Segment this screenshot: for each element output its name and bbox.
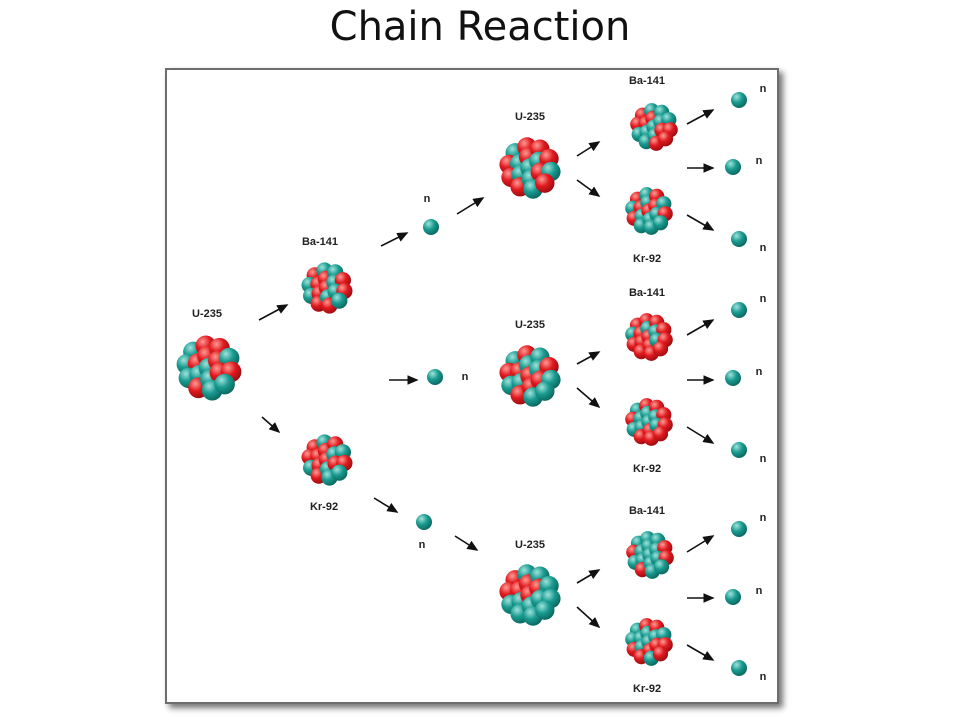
label-neutron: n bbox=[760, 293, 767, 305]
label-neutron: n bbox=[760, 242, 767, 254]
reaction-arrow bbox=[258, 304, 289, 321]
free-neutron bbox=[725, 370, 741, 386]
proton-sphere bbox=[652, 341, 669, 357]
label-neutron: n bbox=[756, 585, 763, 597]
label-kr92: Kr-92 bbox=[633, 683, 661, 695]
free-neutron bbox=[731, 92, 747, 108]
ba141-nucleus-3 bbox=[626, 531, 674, 579]
free-neutron bbox=[731, 660, 747, 676]
free-neutron bbox=[731, 442, 747, 458]
free-neutron bbox=[725, 159, 741, 175]
label-neutron: n bbox=[424, 193, 431, 205]
label-neutron: n bbox=[462, 371, 469, 383]
proton-sphere bbox=[657, 131, 674, 147]
reaction-arrow bbox=[576, 569, 601, 584]
proton-sphere bbox=[652, 426, 669, 442]
reaction-arrow bbox=[373, 497, 399, 513]
reaction-arrow bbox=[576, 141, 601, 157]
neutron-sphere bbox=[331, 464, 348, 481]
neutron-sphere bbox=[214, 373, 235, 395]
label-u235: U-235 bbox=[515, 539, 545, 551]
label-ba141: Ba-141 bbox=[302, 236, 338, 248]
reaction-arrow bbox=[576, 606, 601, 629]
free-neutron bbox=[731, 521, 747, 537]
u235-nucleus-1 bbox=[499, 137, 561, 199]
kr92-nucleus-3 bbox=[625, 618, 673, 666]
label-ba141: Ba-141 bbox=[629, 505, 665, 517]
kr92-nucleus bbox=[301, 434, 353, 486]
label-neutron: n bbox=[760, 83, 767, 95]
u235-nucleus-initial bbox=[176, 335, 242, 401]
neutron-sphere bbox=[535, 600, 555, 620]
reaction-arrow bbox=[686, 535, 715, 553]
label-ba141: Ba-141 bbox=[629, 287, 665, 299]
chain-reaction-diagram: U-235Ba-141Kr-92nnnU-235Ba-141Kr-92U-235… bbox=[176, 75, 767, 695]
neutron-sphere bbox=[653, 559, 670, 575]
reaction-arrow bbox=[456, 197, 485, 215]
neutron-sphere bbox=[331, 292, 348, 309]
reaction-arrow bbox=[576, 351, 601, 365]
label-neutron: n bbox=[756, 366, 763, 378]
reaction-arrow bbox=[576, 179, 601, 197]
slide-title: Chain Reaction bbox=[329, 4, 631, 50]
label-neutron: n bbox=[760, 453, 767, 465]
label-kr92: Kr-92 bbox=[633, 253, 661, 265]
free-neutron bbox=[427, 369, 443, 385]
free-neutron bbox=[725, 589, 741, 605]
free-neutron bbox=[731, 231, 747, 247]
u235-nucleus-2 bbox=[499, 345, 561, 407]
label-u235: U-235 bbox=[192, 308, 222, 320]
free-neutron bbox=[416, 514, 432, 530]
proton-sphere bbox=[535, 173, 555, 193]
reaction-arrow bbox=[454, 535, 479, 551]
reaction-arrow bbox=[686, 644, 715, 661]
free-neutron bbox=[423, 219, 439, 235]
u235-nucleus-3 bbox=[499, 564, 561, 626]
label-neutron: n bbox=[760, 671, 767, 683]
label-neutron: n bbox=[756, 155, 763, 167]
reaction-arrow bbox=[261, 416, 281, 434]
free-neutron bbox=[731, 302, 747, 318]
label-neutron: n bbox=[419, 539, 426, 551]
proton-sphere bbox=[652, 646, 669, 662]
label-neutron: n bbox=[760, 512, 767, 524]
ba141-nucleus-1 bbox=[630, 103, 678, 151]
kr92-nucleus-1 bbox=[625, 187, 673, 235]
reaction-arrow bbox=[686, 214, 715, 231]
reaction-arrow bbox=[686, 426, 715, 444]
label-u235: U-235 bbox=[515, 319, 545, 331]
label-ba141: Ba-141 bbox=[629, 75, 665, 87]
reaction-arrow bbox=[686, 109, 715, 125]
reaction-arrow bbox=[686, 319, 715, 336]
label-u235: U-235 bbox=[515, 111, 545, 123]
neutron-sphere bbox=[535, 381, 555, 401]
ba141-nucleus bbox=[301, 262, 353, 314]
neutron-sphere bbox=[652, 215, 669, 231]
reaction-arrow bbox=[380, 232, 409, 247]
label-kr92: Kr-92 bbox=[633, 463, 661, 475]
kr92-nucleus-2 bbox=[625, 398, 673, 446]
reaction-arrow bbox=[576, 387, 601, 409]
ba141-nucleus-2 bbox=[625, 313, 673, 361]
label-kr92: Kr-92 bbox=[310, 501, 338, 513]
